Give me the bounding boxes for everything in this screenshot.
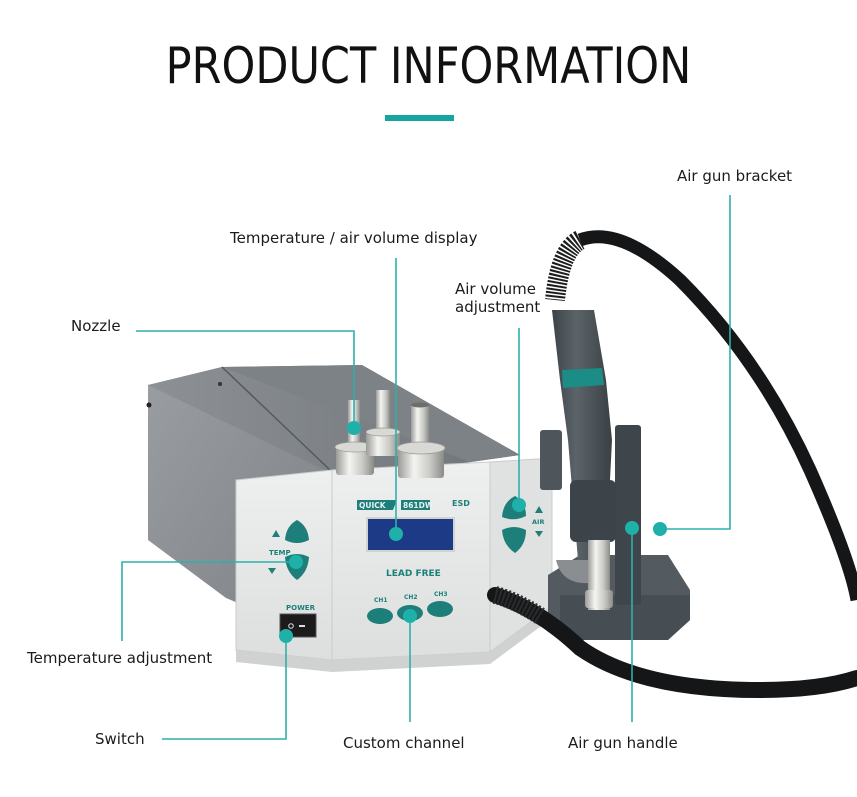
callout-display: Temperature / air volume display xyxy=(230,229,478,247)
callout-air-volume-line2: adjustment xyxy=(455,298,541,316)
callout-custom-channel: Custom channel xyxy=(343,734,465,752)
bracket-arm xyxy=(615,425,641,605)
air-up-arrow-icon xyxy=(535,506,543,513)
air-down-arrow-icon xyxy=(535,531,543,537)
air-volume-dot xyxy=(512,498,526,512)
brand-label: QUICK xyxy=(359,501,387,510)
bracket-dot xyxy=(653,522,667,536)
temp-down-arrow-icon xyxy=(268,568,276,574)
air-gun-holder xyxy=(540,425,690,640)
power-off-icon xyxy=(288,623,294,629)
nozzle-callout-line xyxy=(136,330,355,428)
handle-teal-ring xyxy=(562,368,604,388)
ch1-button[interactable] xyxy=(367,608,393,624)
air-label: AIR xyxy=(532,518,544,526)
callout-nozzle: Nozzle xyxy=(71,317,121,335)
temp-adjust-callout-line xyxy=(121,561,296,641)
page-title: PRODUCT INFORMATION xyxy=(165,37,692,95)
callout-temperature-adjustment: Temperature adjustment xyxy=(27,649,213,667)
bracket-callout-line xyxy=(660,195,731,530)
esd-label: ESD xyxy=(452,499,470,508)
callout-dots xyxy=(279,421,667,643)
callout-air-gun-bracket: Air gun bracket xyxy=(677,167,793,185)
callout-lines xyxy=(121,195,731,740)
display-dot xyxy=(389,527,403,541)
ch3-label: CH3 xyxy=(434,591,448,598)
temp-up-arrow-icon xyxy=(272,530,280,537)
model-label: 861DW xyxy=(403,501,434,510)
power-on-icon xyxy=(299,625,305,627)
air-hose xyxy=(487,230,857,699)
nozzle-set xyxy=(334,390,446,478)
nozzle-dot xyxy=(347,421,361,435)
title-underline xyxy=(385,115,454,121)
channel-dot xyxy=(403,609,417,623)
temp-adjust-dot xyxy=(289,555,303,569)
switch-callout-line xyxy=(162,636,287,740)
callout-air-gun-handle: Air gun handle xyxy=(568,734,678,752)
center-panel: QUICK 861DW ESD LEAD FREE CH1 CH2 CH3 xyxy=(357,499,470,624)
power-label: POWER xyxy=(286,604,316,612)
handle-dot xyxy=(625,521,639,535)
lead-free-label: LEAD FREE xyxy=(386,569,441,579)
callout-air-volume-line1: Air volume xyxy=(455,280,536,298)
ch1-label: CH1 xyxy=(374,597,388,604)
air-down-button[interactable] xyxy=(502,527,526,553)
temp-up-button[interactable] xyxy=(285,520,309,543)
ch3-button[interactable] xyxy=(427,601,453,617)
switch-dot xyxy=(279,629,293,643)
lcd-display xyxy=(366,517,455,552)
callout-switch: Switch xyxy=(95,730,145,748)
temp-label: TEMP xyxy=(269,549,291,557)
air-gun xyxy=(552,310,616,610)
ch2-label: CH2 xyxy=(404,594,418,601)
